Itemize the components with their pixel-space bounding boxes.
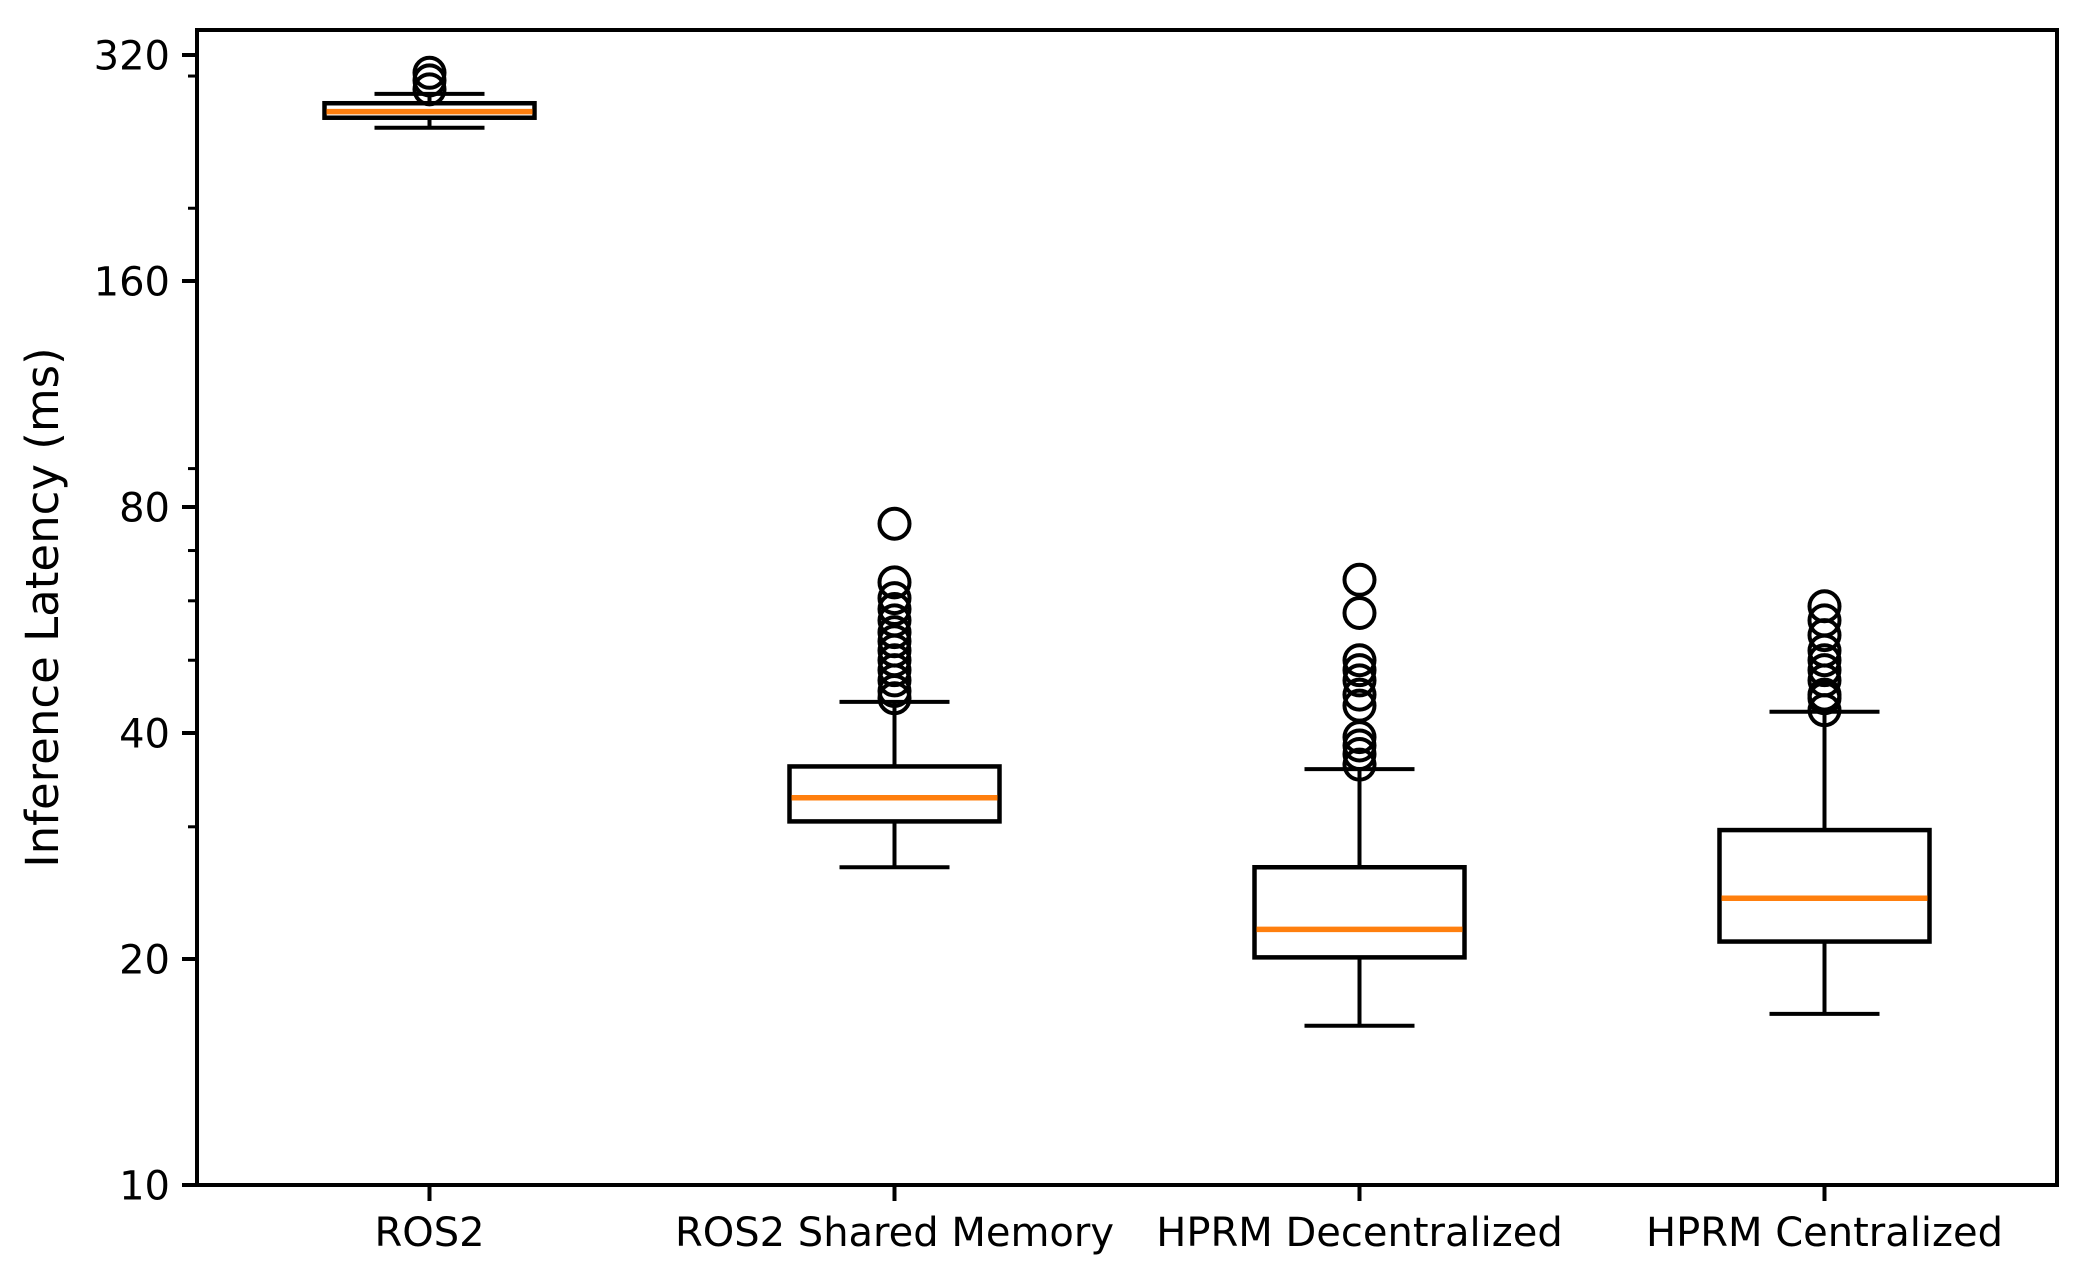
x-axis-category-label: HPRM Centralized xyxy=(1646,1210,2003,1256)
iqr-box xyxy=(1252,864,1467,960)
outlier-circle xyxy=(1342,595,1377,630)
iqr-box xyxy=(787,764,1002,824)
outlier-circle xyxy=(877,581,912,616)
outlier-circle xyxy=(1342,747,1377,782)
outlier-circle xyxy=(1342,728,1377,763)
outlier-circle xyxy=(412,63,447,98)
plot-frame xyxy=(195,28,2059,1187)
y-axis-tick-label: 80 xyxy=(119,485,170,531)
y-axis-tick-label: 40 xyxy=(119,711,170,757)
outlier-circle xyxy=(877,663,912,698)
iqr-box xyxy=(1717,827,1932,944)
x-axis-category-label: HPRM Decentralized xyxy=(1156,1210,1562,1256)
box-group-ros2-shared-memory xyxy=(787,506,1002,870)
box-group-ros2 xyxy=(322,55,537,130)
outlier-circle xyxy=(1342,677,1377,712)
y-axis-tick-label: 320 xyxy=(94,33,170,79)
x-axis-category-label: ROS2 xyxy=(374,1210,484,1256)
outlier-circle xyxy=(1342,562,1377,597)
box-group-hprm-centralized xyxy=(1717,589,1932,1016)
outlier-circle xyxy=(1342,737,1377,772)
outlier-circle xyxy=(412,72,447,107)
outlier-circle xyxy=(877,565,912,600)
outlier-circle xyxy=(1807,693,1842,728)
outlier-circle xyxy=(877,592,912,627)
outlier-circle xyxy=(877,506,912,541)
box-group-hprm-decentralized xyxy=(1252,562,1467,1028)
y-axis-tick-label: 160 xyxy=(94,259,170,305)
outlier-circle xyxy=(1807,681,1842,716)
x-axis-category-label: ROS2 Shared Memory xyxy=(675,1210,1114,1256)
y-axis-title: Inference Latency (ms) xyxy=(16,347,69,867)
y-axis-tick-label: 10 xyxy=(119,1163,170,1209)
y-axis-tick-label: 20 xyxy=(119,937,170,983)
outlier-circle xyxy=(877,681,912,716)
outlier-circle xyxy=(1342,720,1377,755)
outlier-circle xyxy=(1807,618,1842,653)
outlier-circle xyxy=(1342,643,1377,678)
outlier-circle xyxy=(1807,643,1842,678)
outlier-circle xyxy=(1342,663,1377,698)
outlier-circle xyxy=(1342,653,1377,688)
